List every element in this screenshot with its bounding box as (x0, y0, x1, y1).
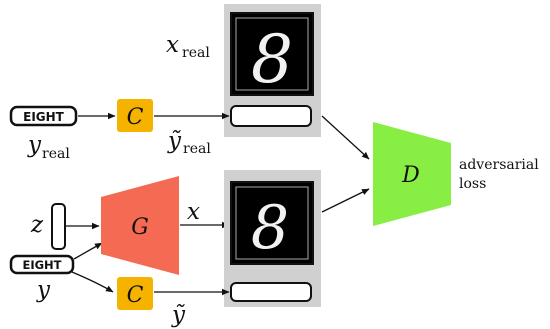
classifier-top: C (117, 99, 153, 132)
svg-text:real: real (183, 141, 211, 157)
svg-text:C: C (127, 283, 144, 308)
svg-text:x: x (166, 32, 179, 58)
svg-text:ỹ: ỹ (167, 128, 182, 154)
real-digit: 8 (251, 21, 293, 98)
discriminator: D (373, 122, 451, 226)
svg-text:real: real (42, 146, 70, 162)
z-input: z (30, 203, 66, 250)
tag-eight-top: EIGHT (9, 105, 78, 127)
real-image-panel: 8 (224, 4, 321, 137)
x-real-label: x real (166, 32, 210, 61)
svg-text:loss: loss (459, 176, 486, 192)
x-label: x (187, 199, 200, 225)
y-real-label: y real (27, 132, 70, 162)
svg-text:G: G (131, 215, 149, 240)
svg-text:y: y (27, 132, 42, 158)
y-label: y (36, 277, 51, 303)
tag-eight-bottom: EIGHT (9, 254, 75, 275)
y-tilde-real-label: ỹ real (167, 128, 211, 157)
classifier-bottom: C (117, 277, 153, 310)
svg-text:z: z (30, 212, 44, 238)
generated-image-panel: 8 (224, 170, 321, 307)
svg-text:C: C (127, 105, 144, 130)
real-label-box (230, 105, 312, 127)
svg-text:EIGHT: EIGHT (22, 258, 61, 272)
svg-text:adversarial: adversarial (459, 157, 539, 173)
y-tilde-label: ỹ (171, 302, 186, 328)
arrow-y-to-classifier-bottom (71, 271, 114, 293)
arrow-y-to-generator (73, 242, 103, 260)
svg-text:real: real (182, 45, 210, 61)
generator: G (101, 176, 179, 275)
svg-text:EIGHT: EIGHT (23, 110, 65, 124)
svg-text:D: D (401, 163, 420, 188)
arrow-generated-to-discriminator (321, 188, 370, 213)
arrow-real-to-discriminator (321, 115, 370, 160)
generated-digit: 8 (251, 193, 289, 263)
generated-label-box (230, 282, 312, 302)
adversarial-loss-label: adversarial loss (459, 157, 539, 192)
